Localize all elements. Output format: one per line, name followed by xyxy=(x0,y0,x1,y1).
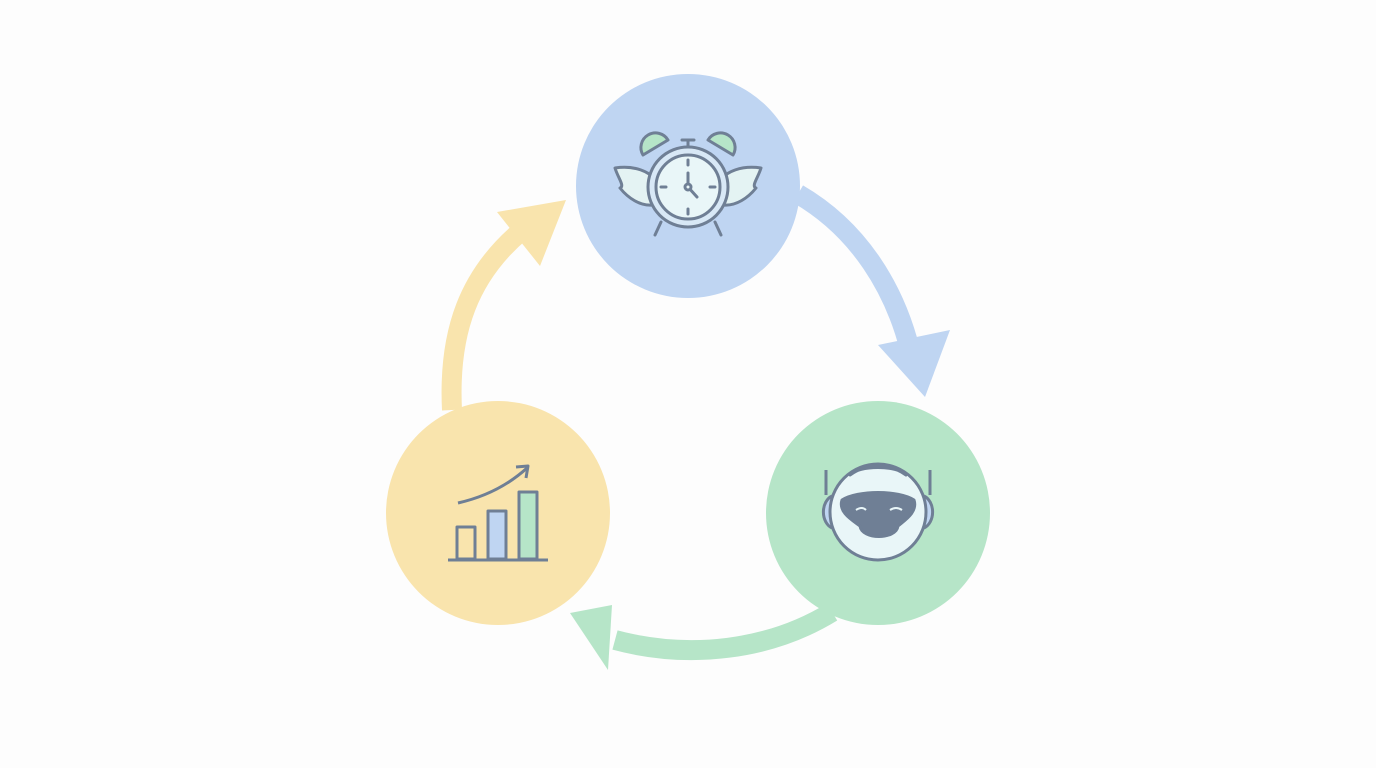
arrow-automation-to-growth xyxy=(570,603,838,670)
winged-alarm-clock-icon xyxy=(613,131,763,237)
arrow-time-to-automation xyxy=(792,185,950,397)
robot-head-icon xyxy=(821,462,935,562)
growth-bar-chart-icon xyxy=(448,464,548,562)
arrow-growth-to-time xyxy=(441,200,566,411)
